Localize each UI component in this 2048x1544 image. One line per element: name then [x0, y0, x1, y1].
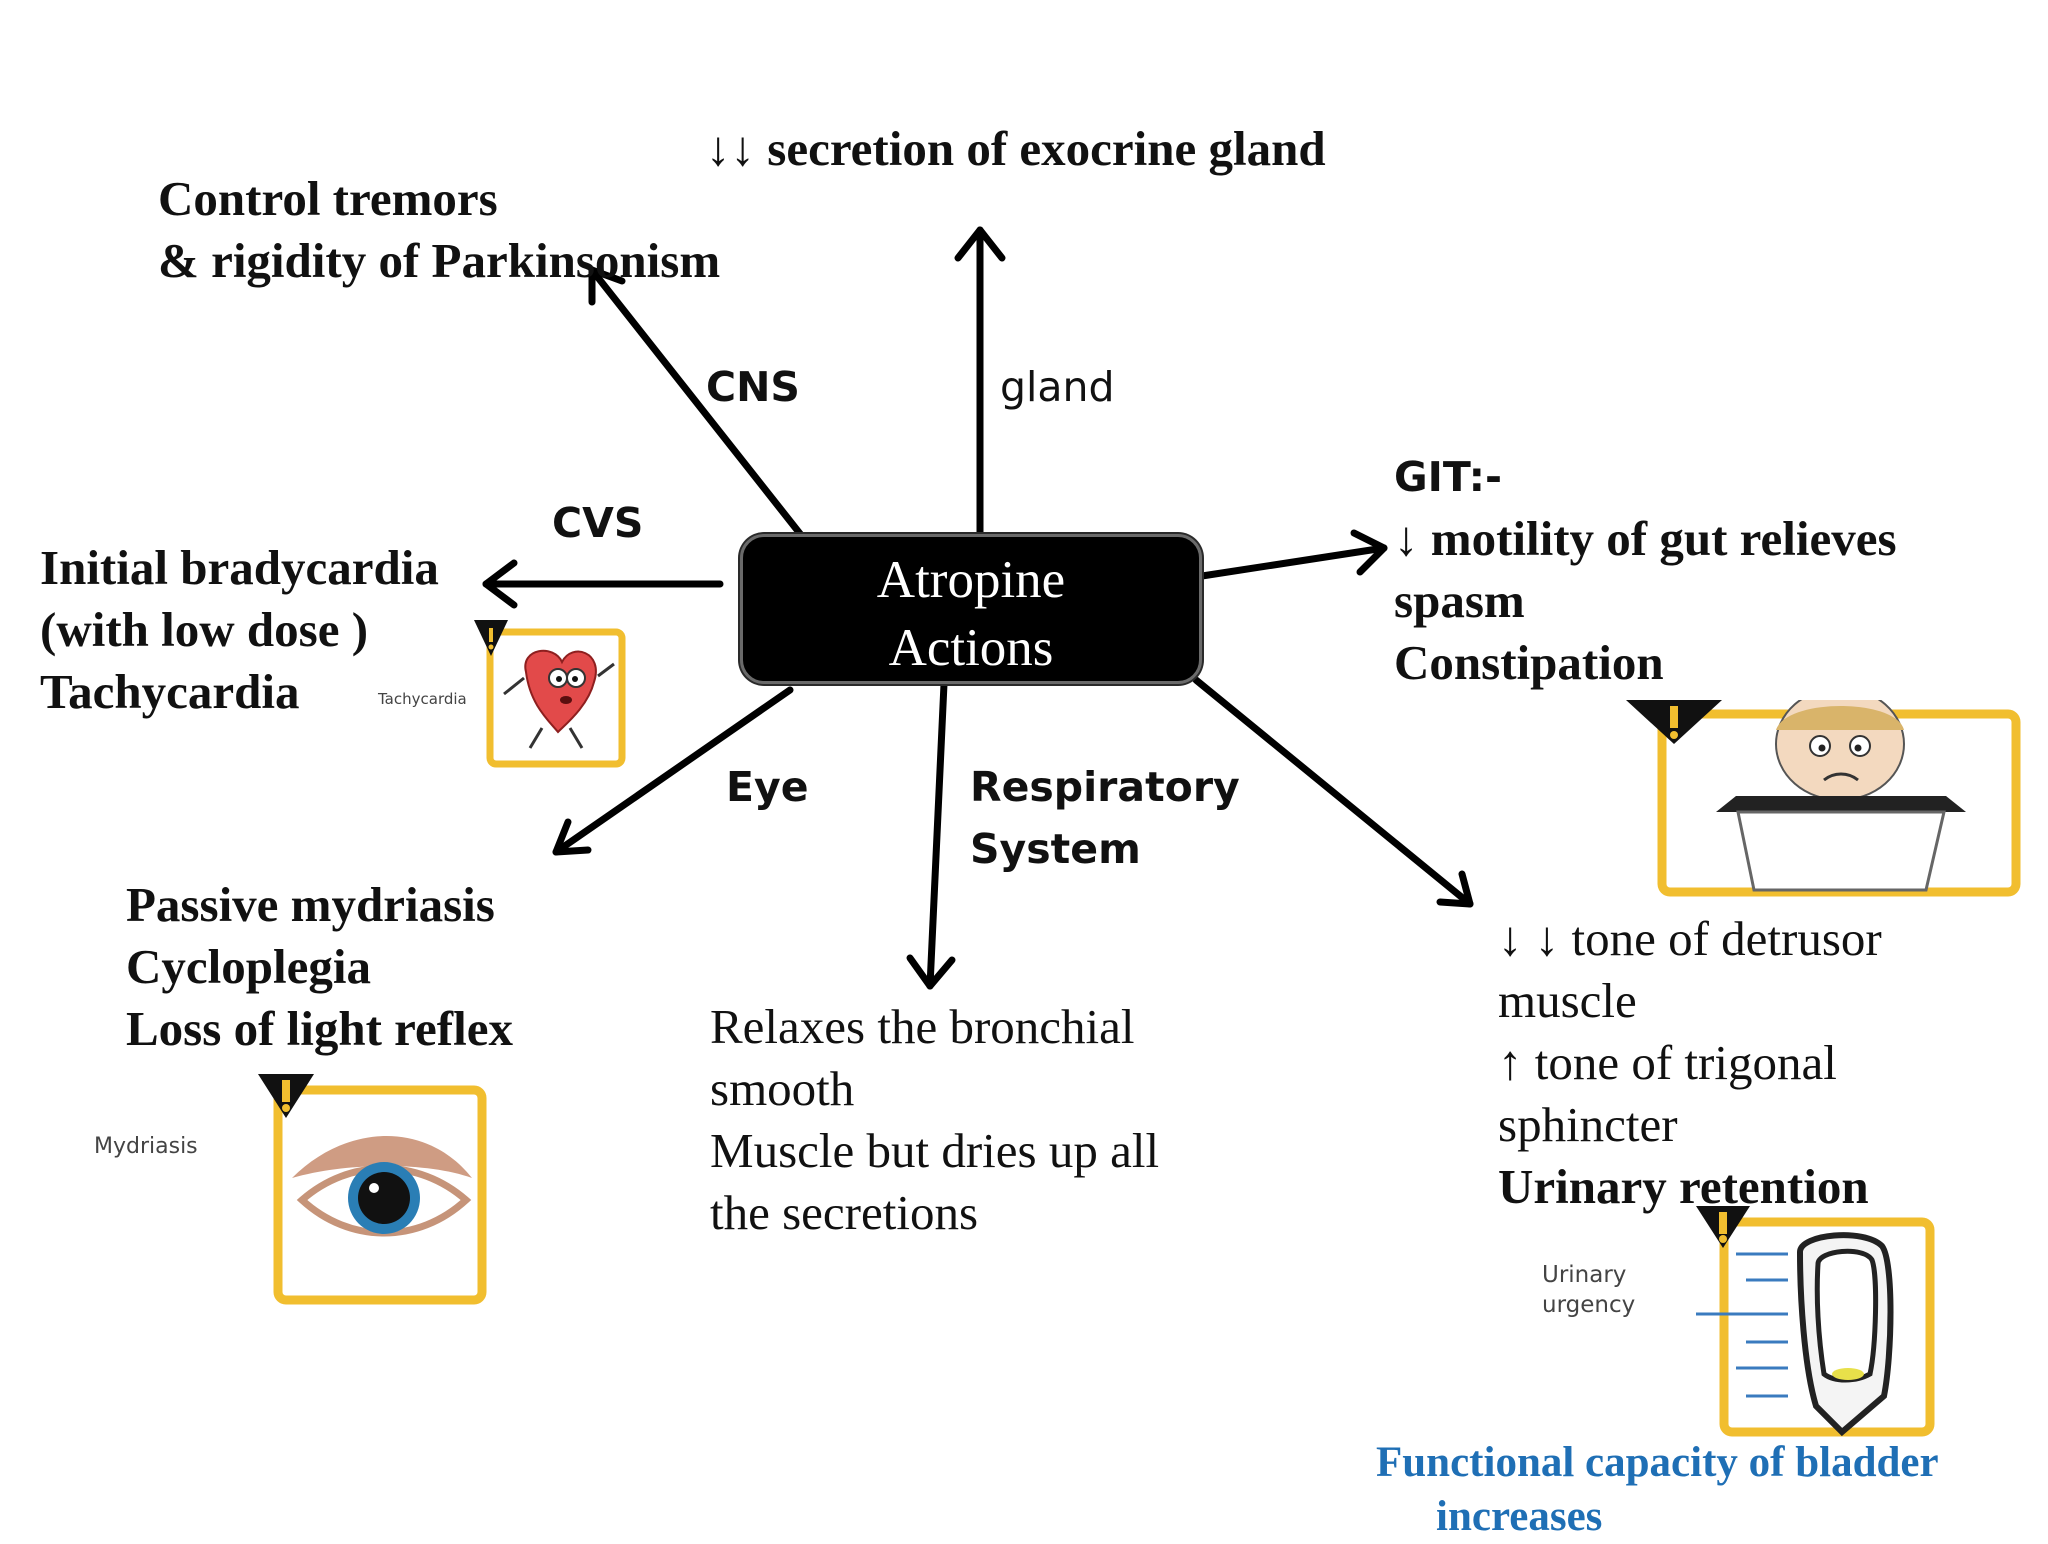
respiratory-label-line-1: Respiratory	[970, 763, 1240, 811]
arrow-urinary	[1192, 676, 1474, 908]
urinary-caption-line-2: urgency	[1542, 1292, 1636, 1318]
respiratory-line-1: Relaxes the bronchial	[710, 999, 1135, 1054]
bladder-icon	[1696, 1206, 1935, 1437]
cvs-effect: Initial bradycardia (with low dose ) Tac…	[40, 537, 439, 723]
gland-label: gland	[1000, 363, 1115, 411]
arrow-git	[1198, 544, 1388, 580]
mydriasis-caption: Mydriasis	[94, 1134, 198, 1159]
tachycardia-caption: Tachycardia	[378, 690, 467, 708]
respiratory-line-4: the secretions	[710, 1185, 979, 1240]
urinary-caption-line-1: Urinary	[1542, 1262, 1627, 1288]
git-line-3: Constipation	[1394, 635, 1664, 690]
respiratory-line-2: smooth	[710, 1061, 855, 1116]
eye-line-1: Passive mydriasis	[126, 877, 495, 932]
respiratory-label: Respiratory System	[970, 756, 1240, 880]
arrow-respiratory	[926, 680, 948, 990]
cns-line-2: & rigidity of Parkinsonism	[158, 233, 721, 288]
urinary-urgency-caption: Urinary urgency	[1542, 1260, 1635, 1320]
heart-icon	[474, 620, 626, 768]
urinary-line-3: ↑ tone of trigonal	[1498, 1035, 1837, 1090]
respiratory-effect: Relaxes the bronchial smooth Muscle but …	[710, 996, 1159, 1244]
arrow-eye	[552, 686, 794, 856]
arrowhead-eye	[552, 818, 592, 856]
cvs-line-1: Initial bradycardia	[40, 540, 439, 595]
cvs-line-2: (with low dose )	[40, 602, 369, 657]
arrowhead-cns	[588, 266, 626, 306]
git-label: GIT:-	[1394, 453, 1503, 501]
eye-effect: Passive mydriasis Cycloplegia Loss of li…	[126, 874, 513, 1060]
eye-label: Eye	[726, 763, 809, 811]
bladder-capacity-note: Functional capacity of bladder increases	[1376, 1436, 1939, 1544]
git-line-2: spasm	[1394, 573, 1525, 628]
git-effect: ↓ motility of gut relieves spasm Constip…	[1394, 508, 1897, 694]
arrowhead-git	[1350, 529, 1388, 576]
arrowhead-urinary	[1436, 870, 1474, 908]
urinary-line-2: muscle	[1498, 973, 1637, 1028]
arrowhead-cvs	[482, 559, 518, 609]
gland-effect: ↓↓ secretion of exocrine gland	[706, 121, 1326, 176]
eye-icon	[258, 1074, 487, 1305]
center-node: Atropine Actions	[740, 534, 1202, 684]
urinary-line-4: sphincter	[1498, 1097, 1678, 1152]
respiratory-line-3: Muscle but dries up all	[710, 1123, 1160, 1178]
git-line-1: ↓ motility of gut relieves	[1394, 511, 1897, 566]
respiratory-label-line-2: System	[970, 825, 1141, 873]
cns-effect: Control tremors & rigidity of Parkinsoni…	[158, 168, 720, 292]
cns-label: CNS	[706, 363, 800, 411]
urinary-line-5: Urinary retention	[1498, 1159, 1869, 1214]
cvs-label: CVS	[552, 499, 644, 547]
eye-line-3: Loss of light reflex	[126, 1001, 513, 1056]
constipation-icon	[1626, 700, 2021, 897]
eye-line-2: Cycloplegia	[126, 939, 371, 994]
urinary-line-1: ↓ ↓ tone of detrusor	[1498, 911, 1882, 966]
arrow-cns	[588, 266, 809, 544]
center-line-2: Actions	[888, 619, 1054, 677]
arrowhead-respiratory	[906, 954, 956, 990]
note-line-2: increases	[1436, 1493, 1603, 1540]
arrowhead-gland	[954, 226, 1006, 262]
center-line-1: Atropine	[876, 551, 1066, 609]
note-line-1: Functional capacity of bladder	[1376, 1439, 1939, 1486]
urinary-effect: ↓ ↓ tone of detrusor muscle ↑ tone of tr…	[1498, 908, 1882, 1218]
cns-line-1: Control tremors	[158, 171, 498, 226]
cvs-line-3: Tachycardia	[40, 664, 300, 719]
